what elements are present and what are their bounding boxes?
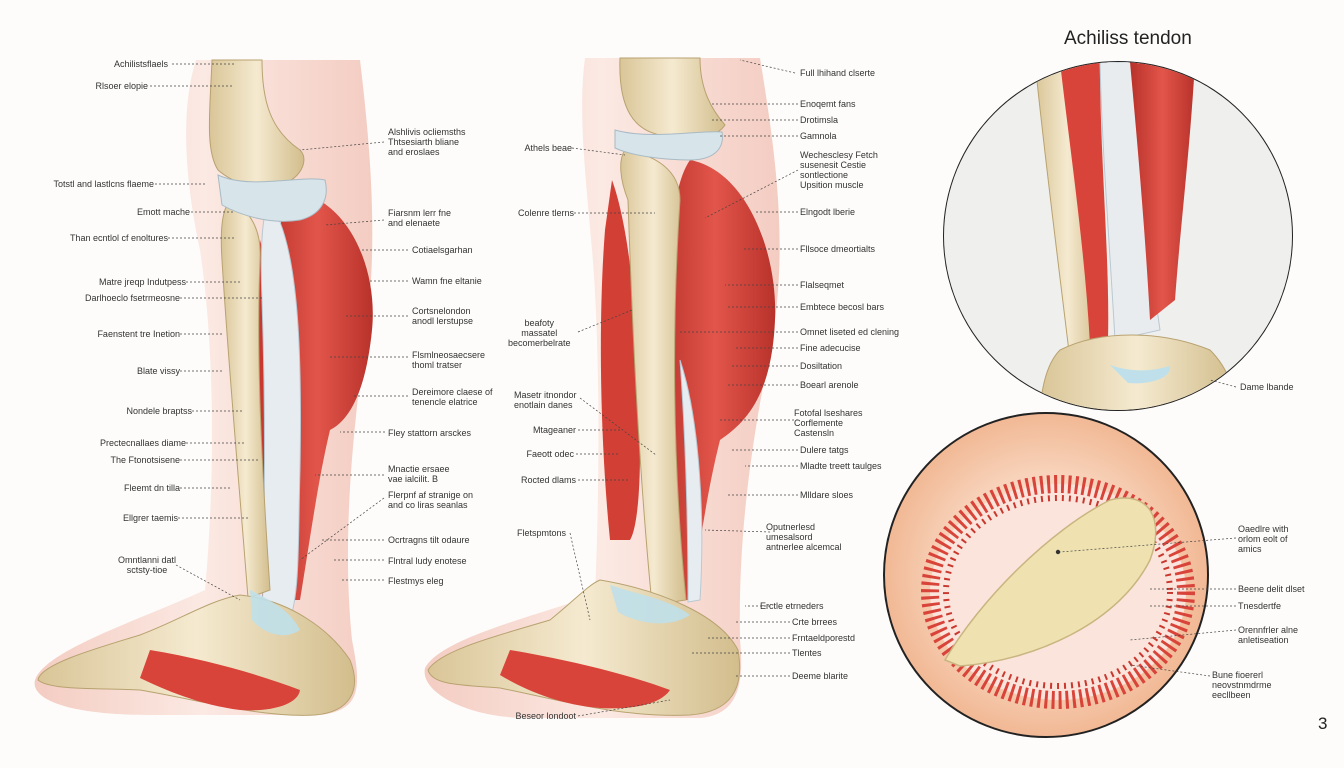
- label-mid-10: Flerpnf af stranige on and co liras sean…: [388, 490, 474, 510]
- label-right-11: Fine adecucise: [800, 343, 861, 353]
- label-callout-bottom-5: Bune fioererl neovstnmdrme eecllbeen: [1212, 670, 1272, 700]
- label-mid-13: Flestmys eleg: [388, 576, 444, 586]
- label-right-14: Fotofal lseshares Corflemente Castensln: [794, 408, 863, 438]
- label-right-9: Embtece becosl bars: [800, 302, 885, 312]
- label-callout-bottom-3: Tnesdertfe: [1238, 601, 1282, 611]
- achilles-closeup-callout: [943, 61, 1293, 411]
- label-right-17: Mlldare sloes: [800, 490, 854, 500]
- label-center-5: Mtageaner: [532, 425, 576, 435]
- tendon-cross-section: [943, 497, 1157, 667]
- label-left-10: Nondele braptss: [126, 406, 192, 416]
- left-knee-cartilage: [217, 174, 327, 222]
- label-right-12: Dosiltation: [800, 361, 843, 371]
- label-center-1: Athels beae: [524, 143, 572, 153]
- label-left-4: Emott mache: [136, 207, 190, 217]
- label-right-18: Oputnerlesd umesalsord antnerlee alcemca…: [766, 522, 842, 552]
- label-left-3: Totstl and lastlcns flaeme: [53, 179, 154, 189]
- label-mid-6: Flsmlneosaecsere thoml tratser: [412, 350, 486, 370]
- label-right-3: Drotimsla: [800, 115, 839, 125]
- label-center-8: Fletspmtons: [516, 528, 566, 538]
- label-left-8: Faenstent tre Inetion: [97, 329, 180, 339]
- center-leg-figure: [424, 57, 780, 718]
- label-mid-3: Cotiaelsgarhan: [412, 245, 473, 255]
- label-right-7: Fllsoce dmeortialts: [800, 244, 876, 254]
- label-callout-top-1: Dame lbande: [1240, 382, 1294, 392]
- label-callout-bottom-1: Oaedlre with orlom eolt of amics: [1238, 524, 1289, 554]
- label-left-13: Fleemt dn tilla: [123, 483, 180, 493]
- label-mid-5: Cortsnelondon anodl lerstupse: [412, 306, 474, 326]
- label-left-12: The Ftonotsisene: [110, 455, 180, 465]
- label-right-2: Enoqemt fans: [800, 99, 856, 109]
- center-calf-muscle: [655, 160, 776, 600]
- left-leg-figure: [34, 59, 373, 716]
- label-right-10: Omnet liseted ed clening: [800, 327, 900, 337]
- label-right-6: Elngodt lberie: [800, 207, 856, 217]
- label-center-3: beafoty massatel becomerbelrate: [508, 318, 571, 348]
- label-center-9: Beseor londoot: [515, 711, 576, 721]
- center-ankle-cartilage: [610, 585, 690, 624]
- leader-lines: [150, 59, 1237, 717]
- label-mid-4: Wamn fne eltanie: [412, 276, 482, 286]
- left-ankle-cartilage: [250, 590, 300, 636]
- label-right-13: Boearl arenole: [800, 380, 859, 390]
- label-callout-bottom-2: Beene delit dlset: [1238, 584, 1305, 594]
- label-left-2: Rlsoer elopie: [95, 81, 148, 91]
- left-foot-muscle: [140, 650, 300, 711]
- cross-section-callout: [883, 412, 1209, 738]
- label-left-14: Ellgrer taemis: [122, 513, 178, 523]
- label-right-15: Dulere tatgs: [800, 445, 849, 455]
- label-mid-7: Dereimore claese of tenencle elatrice: [412, 387, 493, 407]
- label-mid-9: Mnactie ersaee vae ialcilit. B: [388, 464, 450, 484]
- label-right-23: Deeme blarite: [792, 671, 849, 681]
- label-left-1: Achilistsflaels: [113, 59, 168, 69]
- label-left-11: Prectecnallaes diame: [99, 438, 186, 448]
- label-right-19: Erctle etrneders: [760, 601, 824, 611]
- label-right-22: Tlentes: [792, 648, 822, 658]
- label-center-6: Faeott odec: [526, 449, 574, 459]
- label-left-6: Matre jreqp Indutpess: [98, 277, 186, 287]
- callout-title: Achiliss tendon: [1064, 28, 1192, 49]
- label-callout-bottom-4: Orennfrler alne anletiseation: [1238, 625, 1299, 645]
- cross-section-marker-dot: [1055, 549, 1061, 555]
- label-right-20: Crte brrees: [792, 617, 838, 627]
- label-mid-2: Fiarsnm lerr fne and elenaete: [388, 208, 452, 228]
- label-center-2: Colenre tlerns: [517, 208, 574, 218]
- center-knee-cartilage: [614, 129, 723, 161]
- label-right-5: Wechesclesy Fetch susenesit Cestie sontl…: [800, 150, 878, 190]
- label-left-15: Omntlanni datl sctsty-tioe: [118, 555, 177, 575]
- label-right-4: Gamnola: [800, 131, 837, 141]
- center-foot-muscle: [500, 650, 670, 709]
- label-right-1: Full lhihand clserte: [800, 68, 876, 78]
- label-left-5: Than ecntlol cf enoltures: [69, 233, 168, 243]
- label-mid-8: Fley stattorn arsckes: [388, 428, 472, 438]
- left-tibia-bone: [220, 199, 271, 599]
- center-fibula-tendon: [679, 359, 703, 603]
- label-mid-1: Alshlivis ocliemsths Thtsesiarth bliane …: [388, 127, 466, 157]
- label-left-9: Blate vissy: [136, 366, 180, 376]
- label-mid-12: Flntral ludy enotese: [388, 556, 467, 566]
- label-right-8: Flalseqmet: [800, 280, 845, 290]
- page-number: 3: [1318, 714, 1328, 733]
- label-center-4: Masetr itnondor enotlain danes: [514, 390, 577, 410]
- label-left-7: Darlhoeclo fsetrmeosne: [84, 293, 180, 303]
- label-center-7: Rocted dlams: [520, 475, 576, 485]
- label-right-21: Frntaeldporestd: [792, 633, 856, 643]
- label-right-16: Mladte treett taulges: [800, 461, 882, 471]
- label-mid-11: Ocrtragns tilt odaure: [388, 535, 470, 545]
- center-tibia-bone: [620, 149, 687, 606]
